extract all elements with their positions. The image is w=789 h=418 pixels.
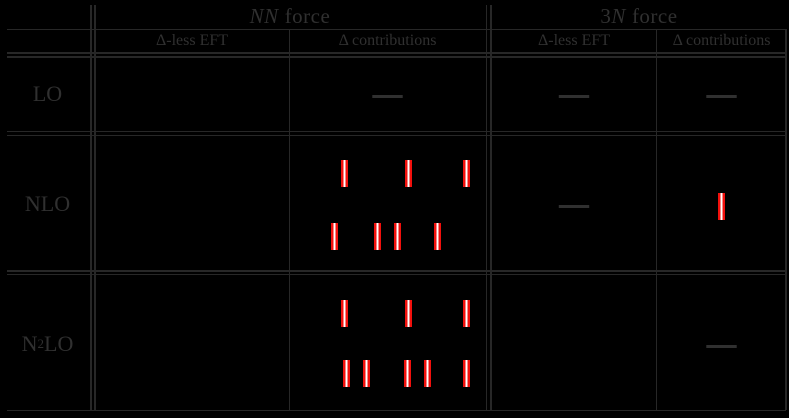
cell-lo-nn-deltaless [95, 57, 289, 131]
row-header-text: LO [44, 330, 74, 356]
delta-propagator-bar [393, 223, 401, 250]
cell-n2lo-nn-delta-contrib [290, 277, 485, 410]
table-rule-double-bottom [7, 134, 786, 137]
column-header-label: Δ contributions [672, 31, 771, 49]
delta-propagator-bar [340, 160, 348, 187]
table-rule-vertical-double [490, 5, 492, 410]
row-header-text: NLO [24, 190, 71, 216]
cell-lo-nn-delta-contrib: — [372, 70, 403, 117]
cell-n2lo-3n-deltaless [492, 277, 656, 410]
table-rule-vertical-right [785, 28, 787, 410]
table-rule-vertical-double [94, 5, 96, 410]
cell-n2lo-3n-delta-contrib: — [706, 319, 737, 366]
delta-propagator-bar [462, 300, 470, 327]
column-header-label: Δ contributions [338, 31, 437, 49]
table-rule-double-bottom [7, 56, 786, 58]
delta-propagator-bar [403, 360, 411, 387]
cell-lo-3n-deltaless: — [559, 70, 589, 117]
delta-propagator-bar [462, 360, 470, 387]
delta-propagator-bar [404, 160, 412, 187]
cell-nlo-3n-deltaless: — [559, 179, 589, 226]
row-header-text: LO [32, 81, 63, 106]
delta-propagator-bar [362, 360, 370, 387]
table-rule-bottom [7, 409, 786, 412]
delta-propagator-bar [717, 193, 725, 220]
table-rule-double-top [7, 130, 786, 133]
3n-force-number: 3 [600, 4, 612, 28]
column-header-label: Δ-less EFT [537, 31, 611, 49]
delta-propagator-bar [340, 300, 348, 327]
column-header-label: Δ-less EFT [155, 31, 229, 49]
delta-propagator-bar [330, 223, 338, 250]
column-header-delta-contributions-nn: Δ contributions [290, 29, 485, 52]
table-rule-double-bottom [7, 273, 786, 276]
3n-force-symbol: N [611, 4, 626, 28]
delta-propagator-bar [342, 360, 350, 387]
delta-propagator-bar [404, 300, 412, 327]
column-header-delta-less-eft-nn: Δ-less EFT [95, 29, 289, 52]
delta-propagator-bar [373, 223, 381, 250]
cell-nlo-nn-deltaless [95, 137, 289, 270]
row-header-lo: LO [7, 57, 88, 131]
table-rule-vertical [288, 28, 291, 410]
column-header-delta-less-eft-3n: Δ-less EFT [492, 29, 656, 52]
row-header-nlo: NLO [7, 137, 88, 270]
nn-force-symbol: NN [249, 4, 279, 28]
table-rule-vertical-double [485, 5, 488, 410]
nn-force-word: force [284, 4, 331, 28]
cell-nlo-nn-delta-contrib [290, 137, 485, 270]
column-header-delta-contributions-3n: Δ contributions [657, 29, 786, 52]
row-header-text: N [21, 330, 38, 356]
delta-propagator-bar [433, 223, 441, 250]
cell-lo-3n-delta-contrib: — [706, 70, 737, 117]
delta-propagator-bar [462, 160, 470, 187]
table-rule-double-top [7, 52, 786, 54]
table-rule-double-top [7, 270, 786, 272]
delta-propagator-bar [423, 360, 431, 387]
3n-force-word: force [631, 4, 678, 28]
table-rule-vertical-double [90, 5, 92, 410]
table-rule-header [7, 28, 786, 31]
table-rule-vertical [655, 28, 658, 410]
cell-n2lo-nn-deltaless [95, 277, 289, 410]
